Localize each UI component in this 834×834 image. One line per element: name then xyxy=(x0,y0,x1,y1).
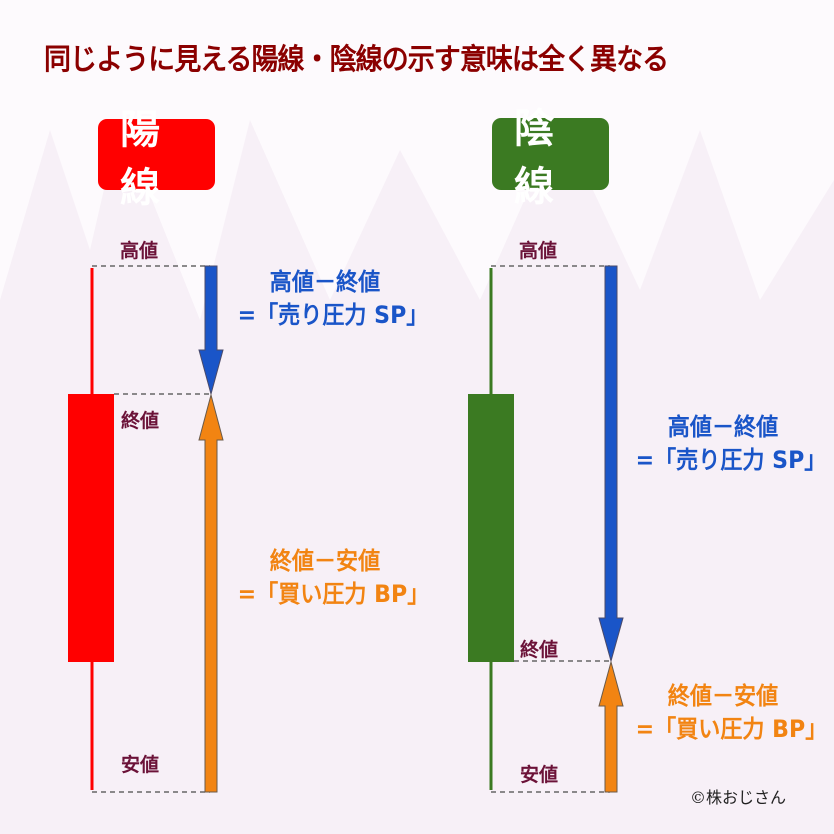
bullish-buy-meaning: =「買い圧力 BP」 xyxy=(237,580,430,608)
bearish-buy-pressure-text: 終値－安値 =「買い圧力 BP」 xyxy=(635,680,828,746)
bullish-buy-pressure-text: 終値－安値 =「買い圧力 BP」 xyxy=(237,545,430,611)
bullish-badge: 陽線 xyxy=(98,107,215,211)
bearish-buy-formula: 終値－安値 xyxy=(667,682,779,710)
bullish-high-label: 高値 xyxy=(120,240,159,262)
bearish-sell-formula: 高値－終値 xyxy=(667,413,779,441)
bearish-sell-meaning: =「売り圧力 SP」 xyxy=(635,446,827,474)
sell-pressure-arrow-bullish xyxy=(198,265,224,396)
copyright-text: ©株おじさん xyxy=(690,788,787,807)
bullish-sell-pressure-text: 高値－終値 =「売り圧力 SP」 xyxy=(237,266,429,332)
bullish-close-label: 終値 xyxy=(121,410,160,432)
bearish-sell-pressure-text: 高値－終値 =「売り圧力 SP」 xyxy=(635,411,827,477)
bullish-sell-formula: 高値－終値 xyxy=(269,268,381,296)
bullish-low-label: 安値 xyxy=(121,754,160,776)
buy-pressure-arrow-bullish xyxy=(198,393,224,793)
bearish-low-label: 安値 xyxy=(520,764,559,786)
sell-pressure-arrow-bearish xyxy=(598,265,624,663)
bearish-high-label: 高値 xyxy=(519,240,558,262)
bearish-buy-meaning: =「買い圧力 BP」 xyxy=(635,715,828,743)
buy-pressure-arrow-bearish xyxy=(598,660,624,793)
bearish-candle xyxy=(468,268,514,790)
bullish-buy-formula: 終値－安値 xyxy=(269,547,381,575)
bullish-candle xyxy=(68,268,114,790)
bearish-close-label: 終値 xyxy=(520,639,559,661)
page-title: 同じように見える陽線・陰線の示す意味は全く異なる xyxy=(44,42,669,76)
bullish-sell-meaning: =「売り圧力 SP」 xyxy=(237,301,429,329)
bearish-badge: 陰線 xyxy=(492,106,609,210)
